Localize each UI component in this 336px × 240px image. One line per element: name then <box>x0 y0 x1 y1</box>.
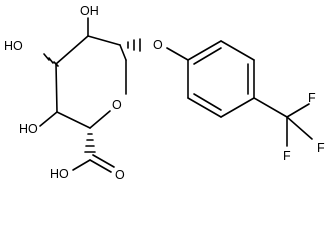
label-oh-c2: OH <box>80 4 99 18</box>
label-fluorine-1: F <box>308 91 316 105</box>
bond-c3-c4 <box>55 63 58 113</box>
pyranose-ring <box>55 35 127 129</box>
bond-c5-o <box>89 110 111 129</box>
bond-c6-o-double-a <box>89 159 112 173</box>
trifluoromethyl-group <box>253 97 313 147</box>
hashed-bond-c1-o <box>127 38 141 52</box>
label-carbonyl-oxygen: O <box>115 168 125 182</box>
molecule-structure: OH HO HO O O HO O F F F <box>4 4 325 182</box>
bond-c4-oh <box>39 111 58 127</box>
label-fluorine-2: F <box>317 141 325 155</box>
bond-o-aryl <box>166 47 189 61</box>
bond-c6-o-double-b <box>92 154 115 168</box>
hashed-bond-c3-oh <box>43 53 59 67</box>
aromatic-double-1 <box>193 47 222 65</box>
bond-c4-c5 <box>56 111 91 129</box>
label-ho-c4: HO <box>19 122 38 136</box>
bond-c1-c2 <box>87 35 121 46</box>
label-ho-c3: HO <box>4 39 23 53</box>
hashed-bond-c5-cooh <box>84 133 96 153</box>
label-acid-hydroxyl: HO <box>50 167 69 181</box>
aromatic-double-3 <box>193 93 222 111</box>
bond-c2-c3 <box>55 35 89 65</box>
bond-c6-oh <box>72 159 91 171</box>
sugar-substituent-bonds <box>39 17 141 173</box>
bond-c1-ring <box>119 44 127 61</box>
benzene-ring <box>187 40 255 118</box>
label-ring-oxygen: O <box>112 98 122 112</box>
label-glycosidic-oxygen: O <box>153 38 163 52</box>
label-fluorine-3: F <box>283 149 291 163</box>
